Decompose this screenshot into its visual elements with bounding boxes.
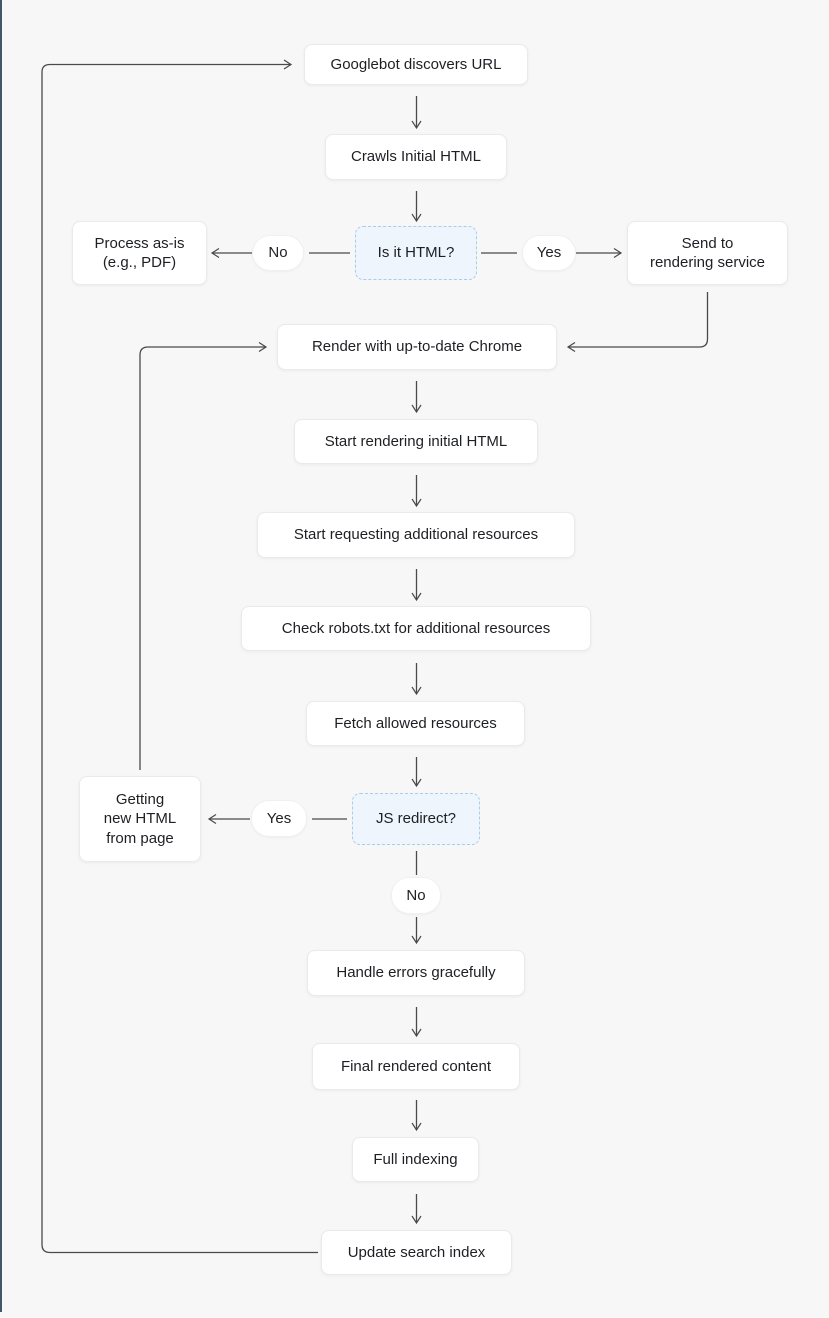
edge-gettinghtml-to-render [139,341,268,770]
node-final-rendered-content: Final rendered content [312,1043,520,1090]
node-full-indexing: Full indexing [352,1137,479,1182]
node-update-search-index: Update search index [321,1230,512,1275]
node-start-requesting-additional-resources: Start requesting additional resources [257,512,575,558]
node-getting-new-html-from-page: Getting new HTML from page [79,776,201,862]
edge-label-js-redirect-yes: Yes [251,800,307,837]
node-crawls-initial-html: Crawls Initial HTML [325,134,507,180]
decision-is-it-html: Is it HTML? [355,226,477,280]
edge-label-is-it-html-no: No [252,235,304,271]
node-send-to-rendering-service: Send to rendering service [627,221,788,285]
node-process-as-is: Process as-is (e.g., PDF) [72,221,207,285]
node-start-rendering-initial-html: Start rendering initial HTML [294,419,538,464]
edge-label-is-it-html-yes: Yes [522,235,576,271]
edge-label-js-redirect-no: No [391,877,441,914]
node-googlebot-discovers-url: Googlebot discovers URL [304,44,528,85]
node-handle-errors-gracefully: Handle errors gracefully [307,950,525,996]
node-render-with-chrome: Render with up-to-date Chrome [277,324,557,370]
edge-update-to-googlebot [41,59,318,1254]
edge-send-to-render [566,292,709,353]
window-left-edge [0,0,2,1312]
node-fetch-allowed-resources: Fetch allowed resources [306,701,525,746]
decision-js-redirect: JS redirect? [352,793,480,845]
node-check-robots-txt: Check robots.txt for additional resource… [241,606,591,651]
